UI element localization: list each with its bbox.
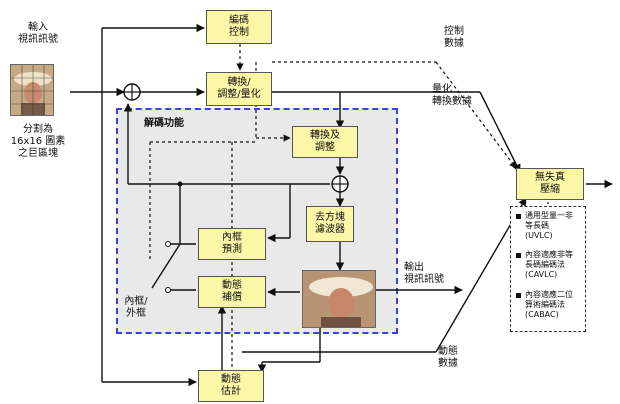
- inverse-transform-block: 轉換及 調整: [292, 126, 358, 158]
- entropy-methods-legend: 通用型量一非 等長碼 (UVLC) 內容適應非等 長碼編碼法 (CAVLC) 內…: [510, 206, 586, 332]
- input-video-frame: [10, 64, 54, 116]
- motion-estimation-block: 動態 估計: [198, 370, 264, 402]
- input-label: 輸入 視訊訊號: [8, 22, 68, 46]
- legend-item-cabac: 內容適應二位 算術編碼法 (CABAC): [525, 290, 585, 320]
- legend-item-uvlc: 通用型量一非 等長碼 (UVLC): [525, 211, 585, 241]
- legend-bullet-1: [516, 214, 521, 219]
- switch-contact-intra: [166, 242, 171, 247]
- legend-bullet-2: [516, 253, 521, 258]
- control-to-entropy: [436, 62, 516, 168]
- deblocking-filter-block: 去方塊 濾波器: [306, 206, 354, 242]
- output-video-frame: [302, 270, 376, 328]
- motion-data-label: 動態 數據: [438, 346, 478, 370]
- legend-bullet-3: [516, 293, 521, 298]
- switch-arm: [152, 244, 180, 288]
- intra-inter-label: 內框/ 外框: [116, 296, 156, 320]
- entropy-coding-block: 無失真 壓縮: [516, 168, 584, 200]
- partition-label: 分割為 16x16 圖素 之巨區塊: [6, 124, 70, 160]
- coding-control-block: 編碼 控制: [206, 10, 272, 44]
- transform-quantize-block: 轉換/ 調整/量化: [206, 72, 272, 106]
- output-label: 輸出 視訊訊號: [404, 262, 464, 286]
- intra-prediction-block: 內框 預測: [198, 228, 266, 260]
- legend-item-cavlc: 內容適應非等 長碼編碼法 (CAVLC): [525, 250, 585, 280]
- quantized-coeff-label: 量化 轉換數據: [432, 84, 492, 108]
- motion-compensation-block: 動態 補償: [198, 276, 266, 308]
- control-data-label: 控制 數據: [444, 26, 484, 50]
- switch-contact-inter: [166, 288, 171, 293]
